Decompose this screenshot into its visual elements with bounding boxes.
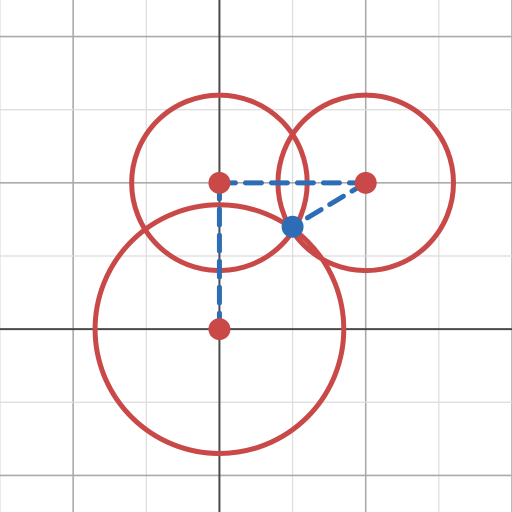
dashed-segments [216,180,369,332]
center-point-2[interactable] [354,171,377,194]
dashed-segment-3 [290,180,369,230]
intersection-point[interactable] [281,215,304,238]
circle-3[interactable] [92,202,347,456]
points [208,171,377,341]
circles [92,92,456,456]
center-point-1[interactable] [208,171,231,194]
center-point-3[interactable] [208,318,231,341]
